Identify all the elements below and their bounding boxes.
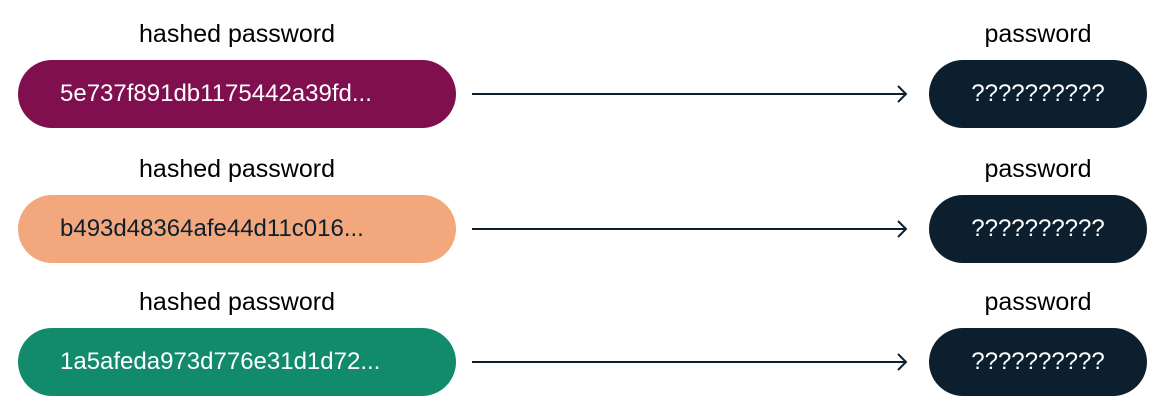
hashed-password-label: hashed password (139, 288, 335, 316)
arrow-right-icon (472, 353, 908, 371)
password-value: ?????????? (971, 80, 1105, 107)
password-pill: ?????????? (929, 60, 1147, 128)
password-label: password (984, 155, 1092, 183)
password-pill: ?????????? (929, 195, 1147, 263)
hashed-password-pill: 1a5afeda973d776e31d1d72... (18, 328, 456, 396)
password-value: ?????????? (971, 348, 1105, 375)
hashed-password-pill: b493d48364afe44d11c016... (18, 195, 456, 263)
arrow-right-icon (472, 220, 908, 238)
hash-row-1: hashed password 5e737f891db1175442a39fd.… (0, 18, 1172, 158)
password-value: ?????????? (971, 215, 1105, 242)
password-pill: ?????????? (929, 328, 1147, 396)
password-label: password (984, 288, 1092, 316)
hashed-password-label: hashed password (139, 20, 335, 48)
hash-row-3: hashed password 1a5afeda973d776e31d1d72.… (0, 286, 1172, 420)
arrow-right-icon (472, 85, 908, 103)
hashed-password-value: 5e737f891db1175442a39fd... (60, 80, 372, 107)
password-label: password (984, 20, 1092, 48)
hash-row-2: hashed password b493d48364afe44d11c016..… (0, 153, 1172, 293)
hashed-password-value: b493d48364afe44d11c016... (60, 215, 364, 242)
hashed-password-value: 1a5afeda973d776e31d1d72... (60, 348, 381, 375)
hashed-password-pill: 5e737f891db1175442a39fd... (18, 60, 456, 128)
hashed-password-label: hashed password (139, 155, 335, 183)
